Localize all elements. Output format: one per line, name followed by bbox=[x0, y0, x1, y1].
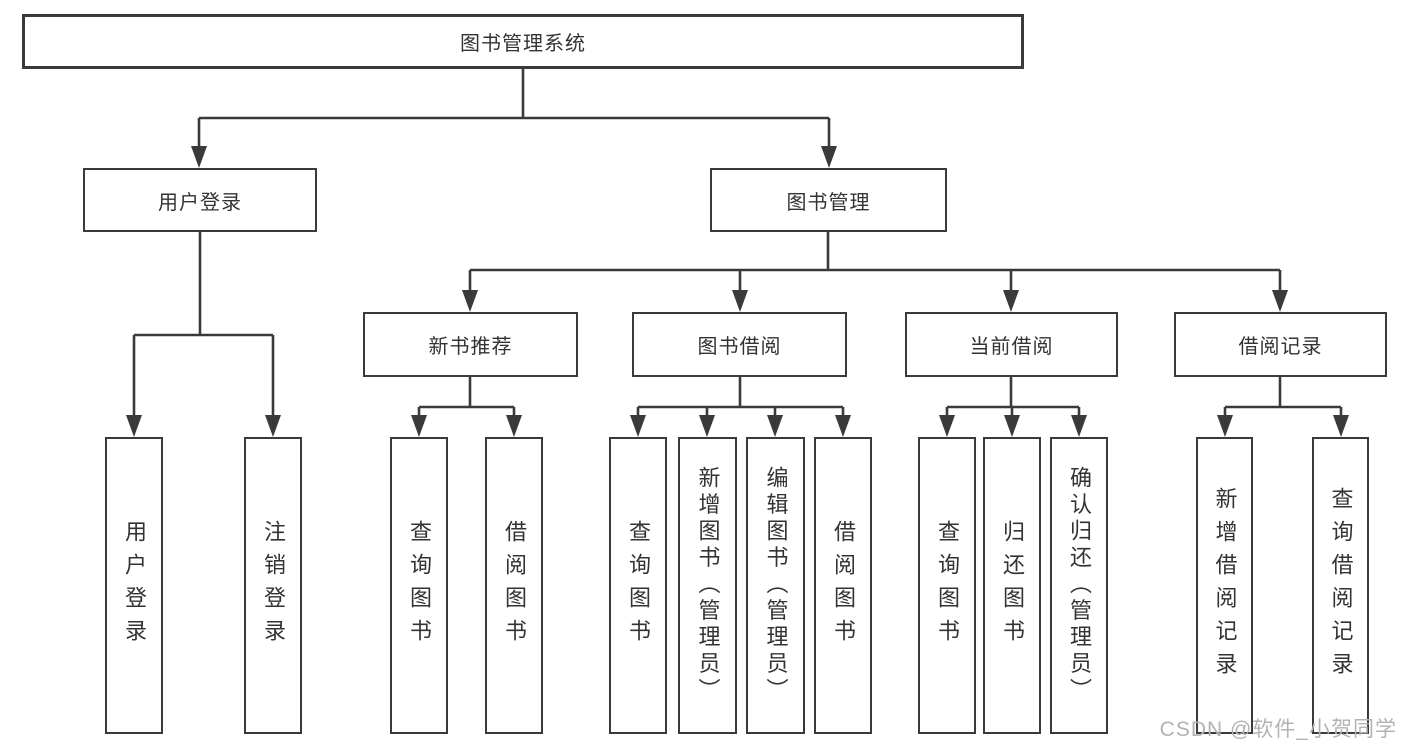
leaf-borrow-book-label: 借阅图书 bbox=[831, 519, 856, 652]
leaf-borrow-book: 借阅图书 bbox=[814, 437, 872, 734]
leaf-recommend-borrow-book-label: 借阅图书 bbox=[502, 519, 527, 652]
leaf-logout: 注销登录 bbox=[244, 437, 302, 734]
leaf-confirm-return-admin: 确认归还（管理员） bbox=[1050, 437, 1108, 734]
leaf-user-login-label: 用户登录 bbox=[122, 519, 147, 652]
node-borrow-records-label: 借阅记录 bbox=[1238, 336, 1323, 358]
leaf-query-borrow-record: 查询借阅记录 bbox=[1312, 437, 1369, 734]
leaf-add-borrow-record: 新增借阅记录 bbox=[1196, 437, 1253, 734]
leaf-return-book: 归还图书 bbox=[983, 437, 1041, 734]
leaf-add-book-admin-label: 新增图书（管理员） bbox=[695, 466, 721, 705]
node-new-book-recommend-label: 新书推荐 bbox=[428, 336, 513, 358]
leaf-edit-book-admin: 编辑图书（管理员） bbox=[746, 437, 805, 734]
leaf-add-borrow-record-label: 新增借阅记录 bbox=[1212, 486, 1238, 685]
leaf-logout-label: 注销登录 bbox=[261, 519, 286, 652]
node-book-borrow-label: 图书借阅 bbox=[697, 336, 782, 358]
node-book-management-label: 图书管理 bbox=[786, 191, 871, 214]
leaf-confirm-return-admin-label: 确认归还（管理员） bbox=[1067, 466, 1092, 705]
csdn-watermark: CSDN @软件_小贺同学 bbox=[1159, 718, 1397, 741]
node-book-management: 图书管理 bbox=[710, 168, 947, 232]
node-borrow-records: 借阅记录 bbox=[1174, 312, 1387, 377]
leaf-user-login: 用户登录 bbox=[105, 437, 163, 734]
node-book-borrow: 图书借阅 bbox=[632, 312, 847, 377]
node-current-borrow: 当前借阅 bbox=[905, 312, 1118, 377]
node-new-book-recommend: 新书推荐 bbox=[363, 312, 578, 377]
node-user-login-group-label: 用户登录 bbox=[158, 191, 242, 214]
leaf-current-query-book-label: 查询图书 bbox=[935, 519, 960, 652]
node-root-label: 图书管理系统 bbox=[460, 33, 586, 55]
node-current-borrow-label: 当前借阅 bbox=[969, 336, 1054, 358]
leaf-edit-book-admin-label: 编辑图书（管理员） bbox=[763, 466, 789, 705]
leaf-recommend-query-book: 查询图书 bbox=[390, 437, 448, 734]
leaf-borrow-query-book: 查询图书 bbox=[609, 437, 667, 734]
leaf-add-book-admin: 新增图书（管理员） bbox=[678, 437, 737, 734]
leaf-borrow-query-book-label: 查询图书 bbox=[626, 519, 651, 652]
node-user-login-group: 用户登录 bbox=[83, 168, 317, 232]
leaf-current-query-book: 查询图书 bbox=[918, 437, 976, 734]
leaf-recommend-borrow-book: 借阅图书 bbox=[485, 437, 543, 734]
leaf-recommend-query-book-label: 查询图书 bbox=[407, 519, 432, 652]
leaf-query-borrow-record-label: 查询借阅记录 bbox=[1328, 486, 1354, 685]
node-root: 图书管理系统 bbox=[22, 14, 1024, 69]
leaf-return-book-label: 归还图书 bbox=[1000, 519, 1025, 652]
